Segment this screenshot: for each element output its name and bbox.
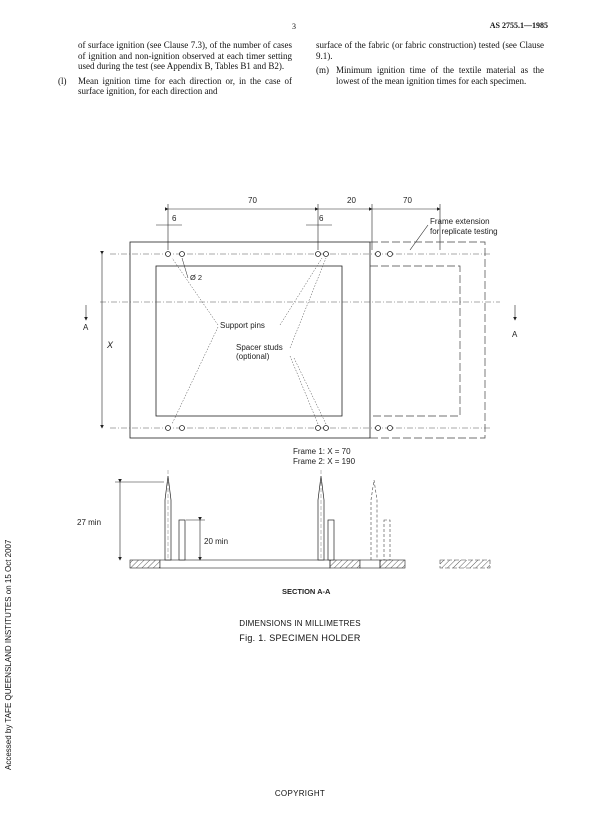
section-dimensions	[115, 479, 205, 561]
page-number: 3	[292, 22, 296, 31]
item-l: (l) Mean ignition time for each directio…	[58, 75, 292, 97]
section-mark-right: A	[512, 330, 518, 339]
section-a-a-drawing	[129, 470, 491, 569]
spacer-studs-leaders	[289, 257, 327, 425]
centre-lines	[100, 253, 500, 429]
item-m-label: (m)	[316, 65, 329, 76]
dim-70-ext: 70	[403, 196, 412, 205]
section-mark-left: A	[83, 323, 89, 332]
spacer-studs-label: Spacer studs	[236, 343, 283, 352]
figure-title: Fig. 1. SPECIMEN HOLDER	[239, 633, 361, 643]
dim-27-min: 27 min	[77, 518, 101, 527]
frame-extension-label-2: for replicate testing	[430, 227, 498, 236]
frame-extension	[370, 241, 486, 439]
right-text-column: surface of the fabric (or fabric constru…	[316, 40, 544, 90]
main-frame	[129, 241, 371, 439]
document-id: AS 2755.1—1985	[489, 21, 548, 30]
support-pins-label: Support pins	[220, 321, 265, 330]
dim-6-left: 6	[172, 214, 177, 223]
item-m: (m) Minimum ignition time of the textile…	[316, 65, 544, 86]
left-text-column: of surface ignition (see Clause 7.3), of…	[58, 40, 292, 101]
item-l-label: (l)	[58, 75, 67, 86]
x-dimension-label: X	[106, 340, 114, 350]
specimen-holder-diagram: 70 20 70 6 6 Frame extension for replica…	[77, 196, 518, 596]
left-continuation-paragraph: of surface ignition (see Clause 7.3), of…	[78, 40, 292, 72]
frame1-note: Frame 1: X = 70	[293, 447, 351, 456]
spacer-studs-label-2: (optional)	[236, 352, 270, 361]
frame-extension-label: Frame extension	[430, 217, 490, 226]
dimensions-caption: DIMENSIONS IN MILLIMETRES	[239, 619, 361, 628]
copyright-footer: COPYRIGHT	[274, 789, 326, 798]
right-continuation-paragraph: surface of the fabric (or fabric constru…	[316, 40, 544, 61]
dim-20-min: 20 min	[204, 537, 228, 546]
hole-diameter-label: Ø 2	[190, 273, 202, 282]
item-m-text: Minimum ignition time of the textile mat…	[336, 65, 544, 86]
pin-holes	[165, 251, 393, 431]
support-pins-leaders	[171, 257, 323, 425]
dim-70-top: 70	[248, 196, 257, 205]
frame2-note: Frame 2: X = 190	[293, 457, 356, 466]
side-access-note: Accessed by TAFE QUEENSLAND INSTITUTES o…	[4, 539, 13, 770]
dim-20-top: 20	[347, 196, 356, 205]
frame-extension-leader	[409, 224, 429, 251]
dim-6-mid: 6	[319, 214, 324, 223]
item-l-text: Mean ignition time for each direction or…	[78, 75, 292, 97]
top-dimensions	[156, 204, 441, 250]
section-a-a-label: SECTION A-A	[282, 587, 331, 596]
